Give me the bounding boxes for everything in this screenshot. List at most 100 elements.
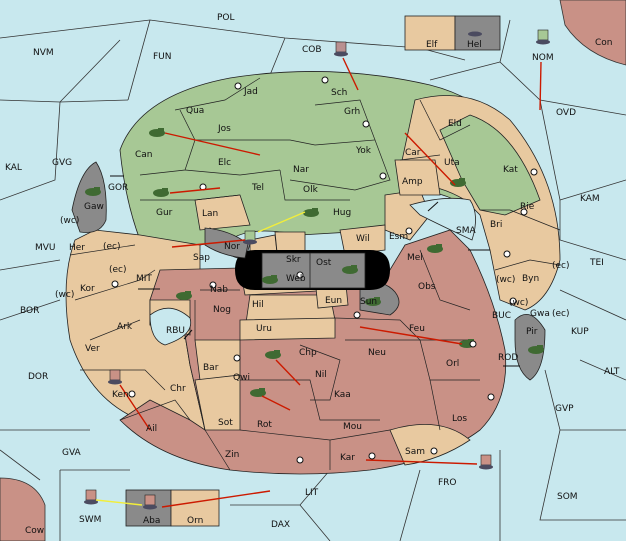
sea-label-cob: COB [302,45,322,55]
territory-label-qua: Qua [186,106,204,116]
territory-label-neu: Neu [368,348,386,358]
territory-orn[interactable] [170,489,220,527]
territory-pir[interactable] [514,313,546,381]
territory-label-kaa: Kaa [334,390,351,400]
territory-label-chp: Chp [299,348,317,358]
territory-label-nor: Nor [224,242,240,252]
supply-centers [111,76,538,464]
territory-label-jos: Jos [217,124,231,134]
sea-label-buc: BUC [492,311,511,321]
sea-label-kam: KAM [580,194,600,204]
territory-label-orl: Orl [446,359,459,369]
territory-label-can: Can [135,150,153,160]
territory-label-jad: Jad [243,87,258,97]
territory-label-pir: Pir [526,327,538,337]
sea-label-nom: NOM [532,53,554,63]
territory-label-amp: Amp [402,177,423,187]
territory-label-orn: Orn [187,516,203,526]
territory-label-rot: Rot [257,420,272,430]
territory-label-los: Los [452,414,467,424]
territory-label-byn: Byn [522,274,539,284]
territory-label-kat: Kat [503,165,518,175]
territory-label-hug: Hug [333,208,351,218]
territory-label-chr: Chr [170,384,186,394]
territory-gaw[interactable] [71,161,107,233]
support-arrows [95,211,306,506]
territory-label-bar: Bar [203,363,219,373]
sea-label-gvp: GVP [555,404,574,414]
territory-con[interactable] [559,0,626,66]
coast-label: (ec) [103,242,121,252]
territory-label-zin: Zin [225,450,239,460]
sea-label-dax: DAX [271,520,290,530]
land-borders [69,77,561,471]
sea-label-kup: KUP [571,327,589,337]
link-arrows [110,175,520,367]
units[interactable] [84,29,550,510]
fleet-unit[interactable] [84,29,550,510]
coast-label: (wc) [60,216,79,226]
territory-label-nar: Nar [293,165,309,175]
territory-label-ost: Ost [316,258,332,268]
territory-elf[interactable] [404,15,456,51]
territory-label-tel: Tel [251,183,264,193]
territory-label-esm: Esm [389,232,408,242]
sea-label-mvu: MVU [35,243,56,253]
territory-label-wil: Wil [356,234,370,244]
territory-label-ver: Ver [85,344,100,354]
territory-label-kar: Kar [340,453,355,463]
territory-label-hil: Hil [252,300,264,310]
territory-label-elf: Elf [426,40,438,50]
sea-label-rod: ROD [498,353,518,363]
territory-label-gaw: Gaw [84,202,104,212]
sea-label-sma: SMA [456,226,476,236]
sea-label-fro: FRO [438,478,457,488]
territory-label-eld: Eld [448,119,462,129]
land-labels: Jad Sch Qua Jos Grh Eld Can Elc Nar Yok … [69,40,550,526]
sea-label-mit: MIT [136,274,152,284]
territory-label-yok: Yok [355,146,372,156]
territory-label-eun: Eun [325,296,342,306]
army-unit[interactable] [85,128,544,397]
sea-label-tei: TEI [589,258,604,268]
territory-label-qwi: Qwi [233,373,250,383]
territory-label-nog: Nog [213,305,231,315]
territory-label-uru: Uru [256,324,272,334]
territory-cow[interactable] [0,477,46,541]
sea-label-rbu: RBU [166,326,185,336]
territory-label-skr: Skr [286,255,301,265]
territory-label-sot: Sot [218,418,233,428]
coast-label: (ec) [109,265,127,275]
territory-label-obs: Obs [418,282,436,292]
sea-borders [0,19,626,541]
territory-label-ark: Ark [117,322,133,332]
territory-label-sam: Sam [405,447,425,457]
sea-label-gvg: GVG [52,158,72,168]
coast-label: (ec) [552,261,570,271]
territory-label-gwa: Gwa [530,309,550,319]
sea-label-pol: POL [217,13,235,23]
sea-label-bor: BOR [20,306,39,316]
territory-label-rie: Rie [520,202,535,212]
territory-label-grh: Grh [344,107,360,117]
territory-label-ail: Ail [146,424,157,434]
sea-label-som: SOM [557,492,578,502]
territory-label-mou: Mou [343,422,362,432]
coast-label: (ec) [552,309,570,319]
order-arrows [119,57,542,508]
sea-label-ovd: OVD [556,108,576,118]
coast-label: (wc) [55,290,74,300]
sea-label-nvm: NVM [33,48,54,58]
sea-label-fun: FUN [153,52,172,62]
territory-label-car: Car [405,148,421,158]
territory-label-bri: Bri [490,220,502,230]
territory-label-web: Web [286,274,306,284]
sea-label-dor: DOR [28,372,48,382]
territory-label-sch: Sch [331,88,347,98]
sea-labels: POL NVM FUN COB NOM Con OVD KAL GVG KAM … [5,13,620,536]
territory-label-sun: Sun [360,297,377,307]
territory-label-kor: Kor [80,284,95,294]
sea-label-lit: LIT [305,488,319,498]
